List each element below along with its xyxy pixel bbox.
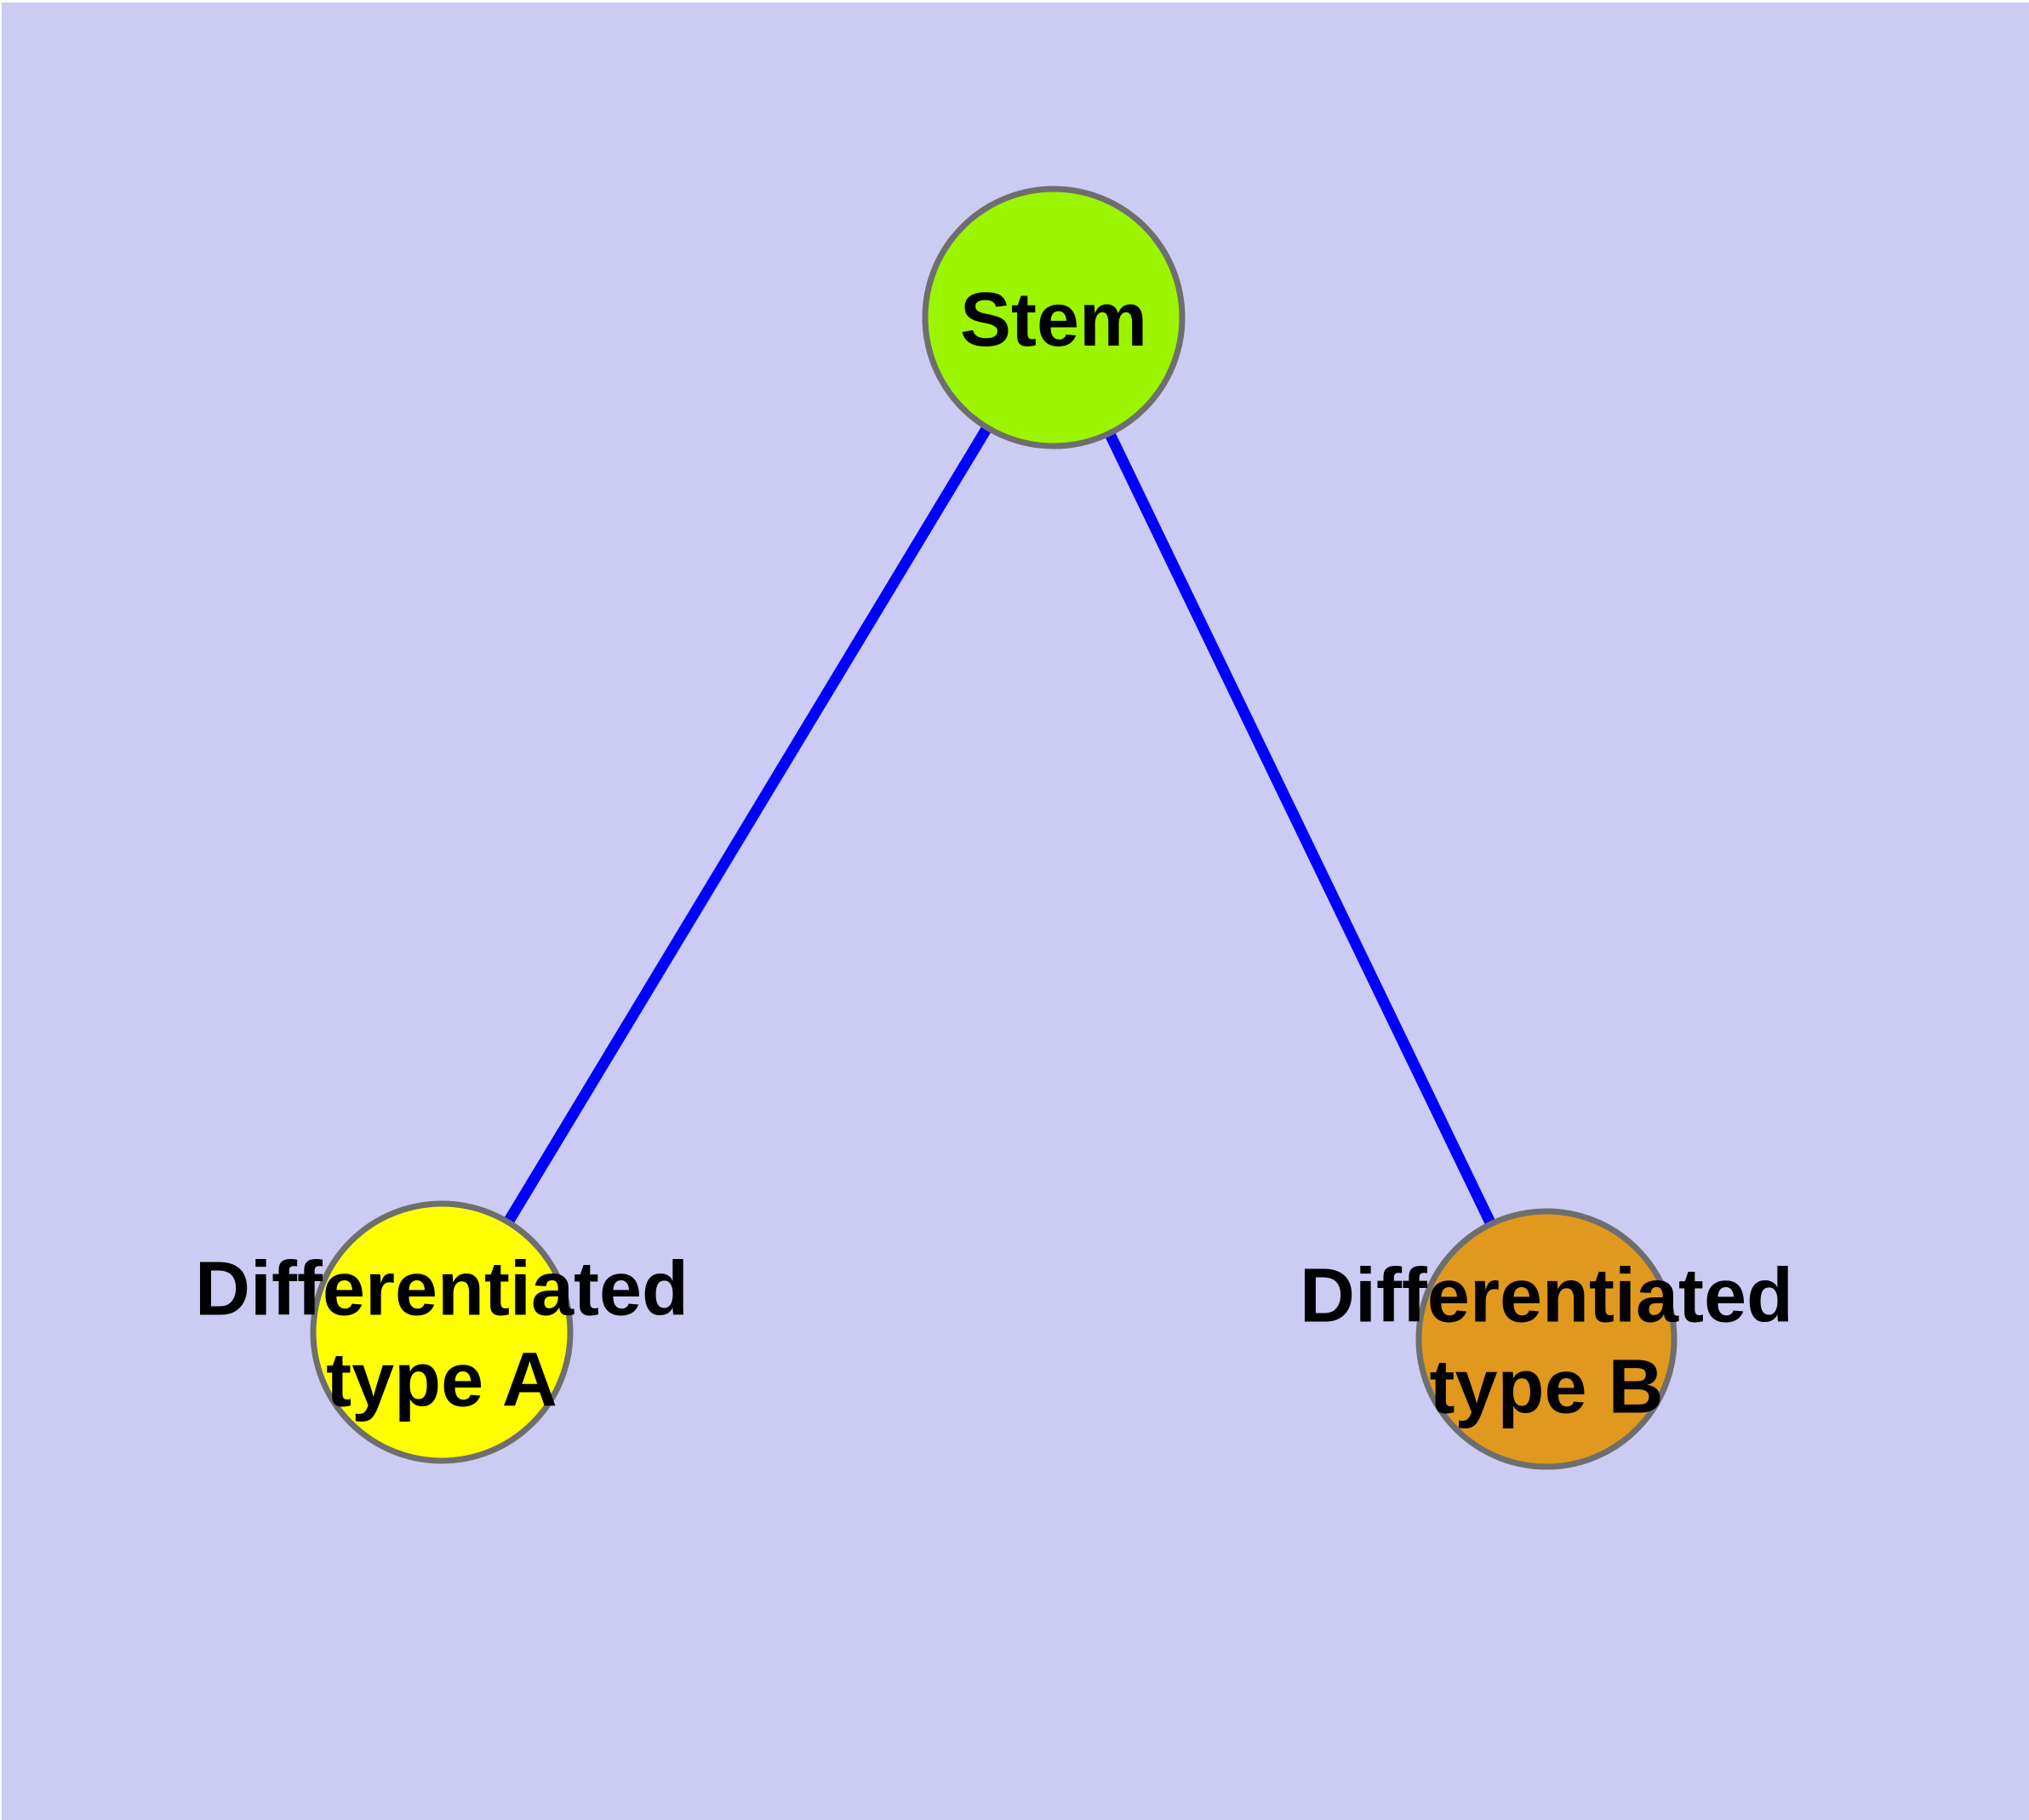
node-type-b [1415, 1208, 1677, 1470]
node-type-b-label-line: Differentiated [1300, 1254, 1793, 1339]
edge-stem-type-b [1049, 315, 1552, 1342]
edges-layer [437, 314, 1552, 1342]
node-type-a-label-line: Differentiated [195, 1247, 689, 1332]
node-stem-label-line: Stem [960, 278, 1147, 363]
node-type-a-label-line: type A [326, 1338, 557, 1423]
node-stem [922, 186, 1186, 449]
node-type-b-label-line: type B [1429, 1345, 1663, 1430]
node-stem-label: Stem [960, 278, 1147, 363]
edge-stem-type-a [437, 314, 1059, 1336]
node-type-a [310, 1200, 574, 1464]
